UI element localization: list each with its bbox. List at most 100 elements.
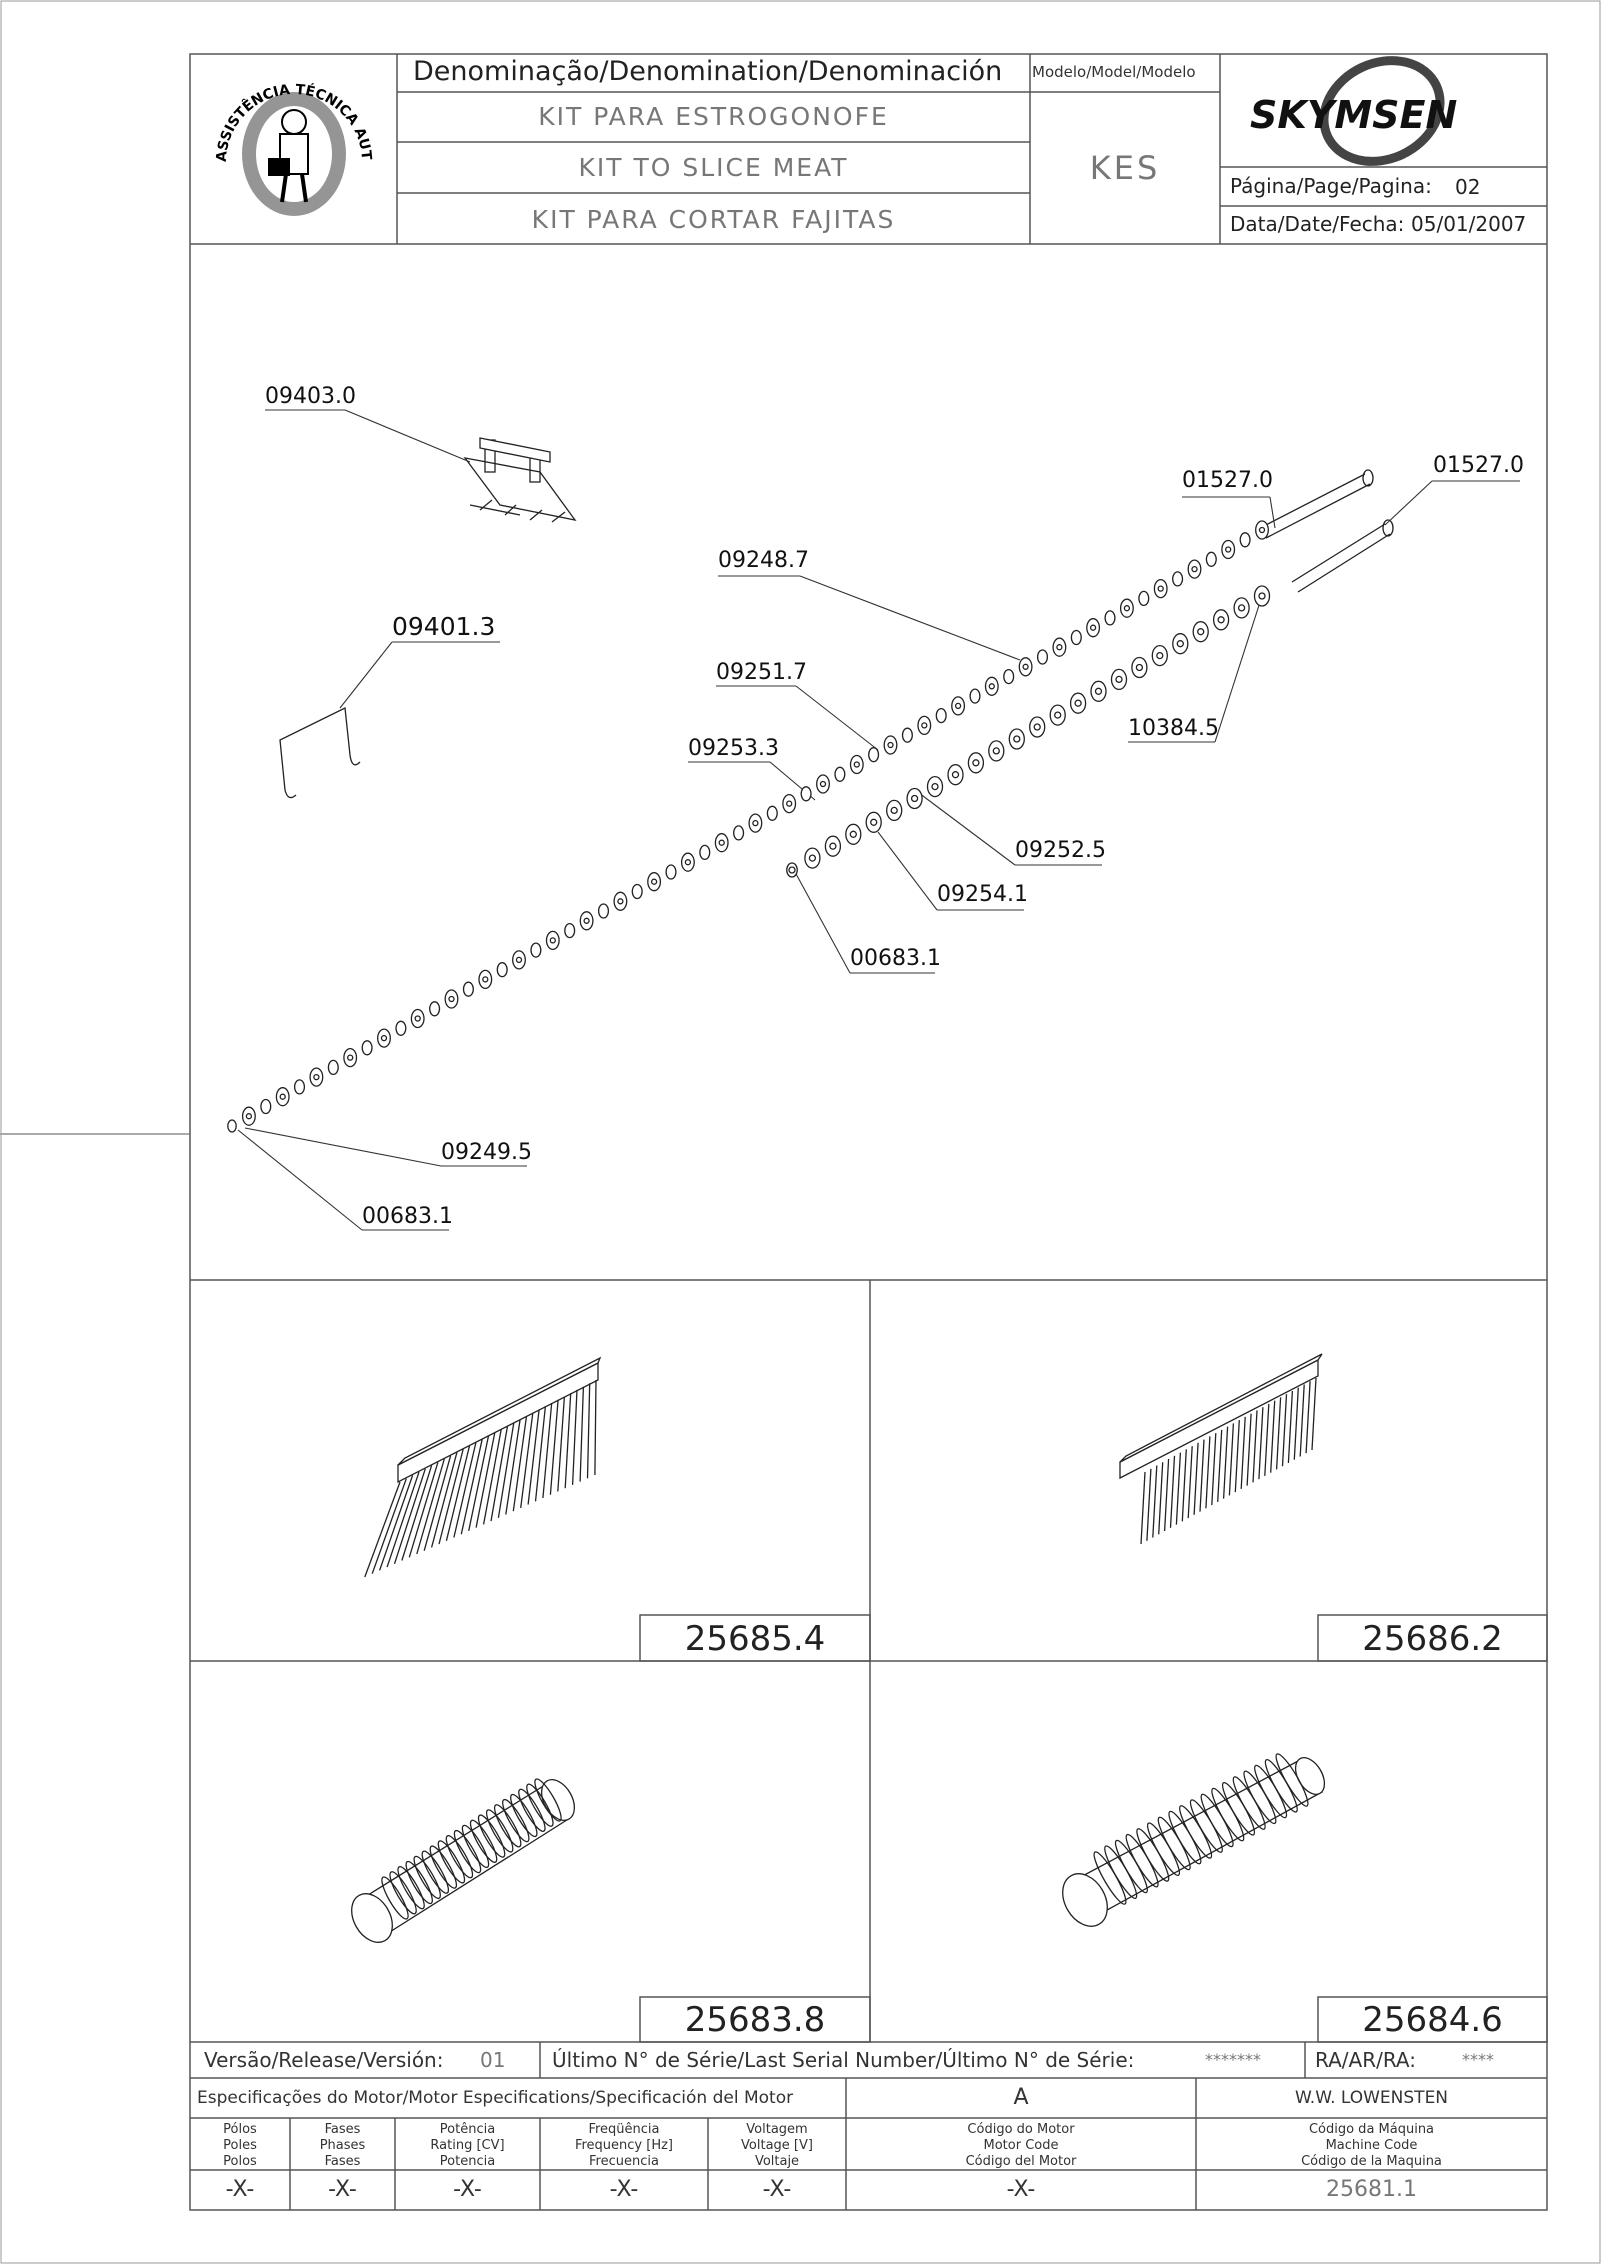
comb-tooth [423,1455,452,1551]
lower-hole [1197,628,1205,636]
shaft-disk [951,696,966,716]
shaft-disk [782,793,797,814]
model-value: KES [1089,149,1161,187]
shaft-hole [1123,605,1131,612]
shaft-disk [478,969,493,990]
comb-tooth [527,1409,540,1505]
shaft-disk [680,852,695,872]
comb-tooth [1217,1429,1223,1502]
comb-tooth [364,1481,401,1578]
shaft-disk [868,747,880,763]
roller-ring [381,1876,409,1920]
callout-09401-3: 09401.3 [392,612,496,641]
callout-09253-3: 09253.3 [688,736,779,761]
roller-ring [526,1783,554,1827]
shaft-disk [800,786,812,802]
col-frequency-value: -X- [609,2177,639,2202]
comb-tooth [497,1422,515,1518]
comb-tooth [468,1435,490,1532]
serial-value: ******* [1205,2050,1261,2069]
comb-tooth [490,1425,509,1522]
comb-tooth [1152,1465,1158,1538]
comb-tooth [386,1471,420,1568]
assembly-25686-2-label: 25686.2 [1362,1619,1503,1659]
comb-tooth [1246,1413,1252,1486]
lower-hole [1054,711,1062,719]
lower-hole [1156,651,1164,660]
lower-hole [1094,687,1103,695]
name-en: KIT TO SLICE MEAT [578,153,849,182]
motor-spec-value: A [1013,2085,1029,2110]
shaft-disk [647,872,662,892]
comb-tooth [579,1386,585,1482]
comb-tooth [594,1379,597,1476]
lower-disk [1172,633,1189,655]
callout-09249-5: 09249.5 [441,1140,532,1165]
roller-ring [510,1793,538,1838]
shaft-disk [361,1040,373,1056]
roller-ring [1275,1753,1309,1807]
roller-25683-8 [351,1778,576,1943]
roller-ring [405,1860,433,1905]
date-value: 05/01/2007 [1411,212,1527,236]
lower-hole [788,866,796,874]
shaft-hole [313,1073,320,1081]
callout-09254-1: 09254.1 [937,882,1028,907]
comb-tooth [1193,1442,1199,1515]
comb-tooth [475,1432,496,1528]
shaft-hole [1225,546,1232,553]
shaft-disk [766,805,778,821]
shaft-hole [1022,663,1029,670]
shaft-disk [1018,657,1033,677]
roller-ring [445,1835,474,1879]
shaft-disk [1003,668,1015,685]
callout-00683-1-b: 00683.1 [362,1204,453,1229]
comb-tooth [1258,1407,1264,1480]
col-rating-value: -X- [453,2177,482,2202]
assembly-25683-8-label: 25683.8 [684,2000,826,2040]
comb-tooth [564,1393,572,1489]
roller-ring [397,1866,425,1910]
shaft-disk [748,813,763,833]
comb-tooth [1264,1403,1270,1476]
shaft-hole [617,898,624,905]
lower-disk [1212,609,1230,631]
shaft-disk [260,1098,272,1115]
comb-tooth [1140,1471,1146,1545]
lower-hole [1074,699,1082,707]
comb-tooth [438,1448,464,1545]
comb-tooth [1222,1426,1229,1499]
roller-ring [469,1819,498,1863]
shaft-disk [1255,520,1269,540]
lower-hole [808,854,817,862]
callout-09252-5: 09252.5 [1015,838,1106,863]
shaft-disk [631,883,643,900]
comb-tooth [542,1402,553,1499]
shaft-hole [921,722,928,729]
lower-hole [1135,663,1144,672]
comb-tooth [1281,1394,1288,1467]
comb-tooth [520,1412,534,1508]
model-label: Modelo/Model/Modelo [1032,63,1196,81]
comb-tooth [1181,1449,1187,1522]
shaft-disk [410,1008,425,1029]
shaft-hole [853,761,860,768]
col-phases-value: -X- [328,2177,357,2202]
shaft-hole [583,917,590,924]
shaft-disk [699,844,711,861]
brand-logo: SKYMSEN [1222,56,1546,166]
version-value: 01 [480,2048,506,2072]
shaft-hole [448,995,455,1003]
shaft-disk [530,942,542,958]
lower-disk [824,835,842,857]
shaft-disk [564,922,576,939]
comb-tooth [1305,1381,1311,1454]
comb-tooth [416,1458,445,1555]
lower-disk [967,752,985,774]
shaft-hole [752,819,759,827]
brush-part [463,437,577,523]
shaft-disk [579,911,594,931]
lower-disk [1069,692,1087,714]
